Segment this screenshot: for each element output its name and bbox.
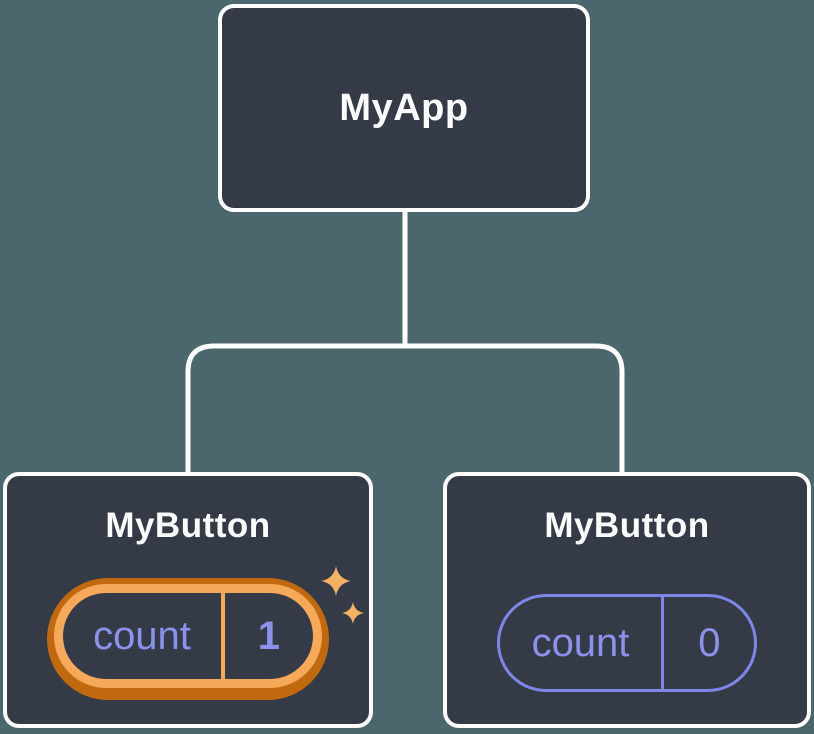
state-key-label: count	[531, 620, 630, 665]
state-pill-highlight-ring: count 1	[54, 584, 322, 688]
root-node-label: MyApp	[339, 87, 469, 129]
child-node-label: MyButton	[105, 506, 271, 545]
state-pill: count 0	[496, 594, 758, 692]
state-key-label: count	[93, 613, 191, 658]
sparkles-icon	[321, 566, 364, 624]
state-value: 1	[257, 613, 281, 658]
pill-divider	[661, 597, 665, 689]
child-node-highlighted: MyButton count 1	[3, 472, 373, 728]
pill-divider	[220, 593, 225, 679]
child-node-default: MyButton count 0	[443, 472, 811, 728]
state-value: 0	[698, 620, 721, 665]
child-node-label: MyButton	[544, 506, 710, 545]
state-pill-highlight-glow: count 1	[47, 578, 329, 700]
connector-bracket	[185, 343, 625, 472]
state-pill: count 1	[63, 593, 313, 679]
root-node: MyApp	[218, 4, 590, 212]
